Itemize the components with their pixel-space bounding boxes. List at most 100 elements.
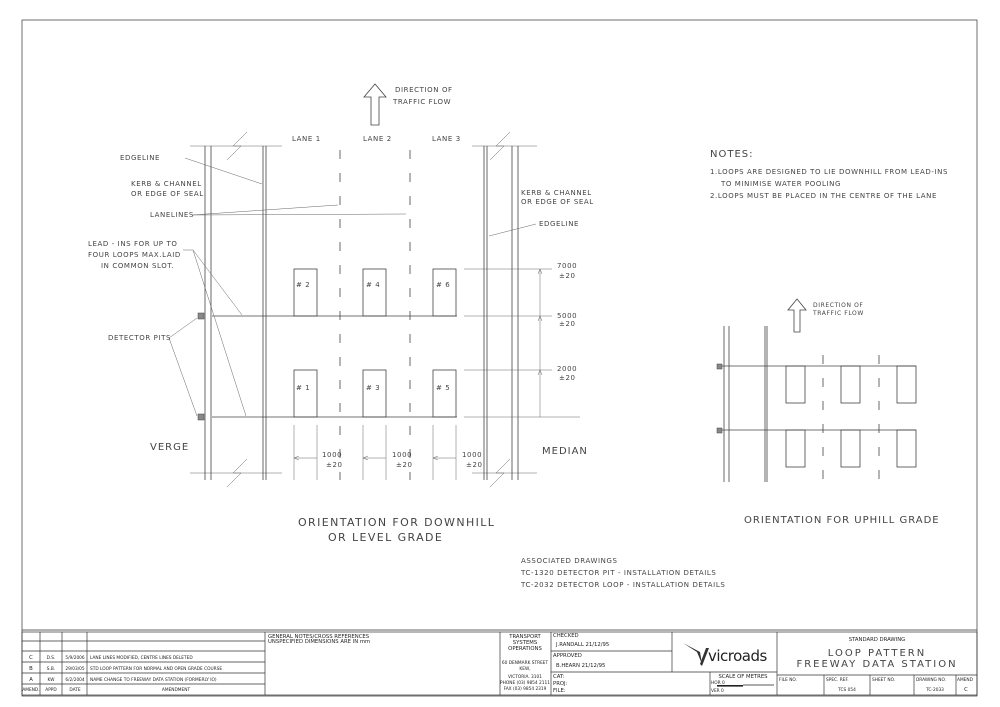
detector-pit-icon xyxy=(197,413,205,421)
approved-value: B.HEARN 21/12/95 xyxy=(556,663,605,669)
loop xyxy=(293,268,318,317)
loop-label: # 1 xyxy=(296,384,310,392)
detector-pit-icon xyxy=(716,427,723,434)
dimension-tol: ±20 xyxy=(559,320,576,328)
dimension-value: 1000 xyxy=(462,451,482,459)
lead-ins-label: IN COMMON SLOT. xyxy=(101,262,174,270)
file-no-label: FILE NO. xyxy=(779,677,797,683)
detector-pits-label: DETECTOR PITS xyxy=(108,334,171,342)
loop xyxy=(840,429,861,468)
kerb-label: KERB & CHANNEL xyxy=(131,180,202,188)
loop xyxy=(362,369,387,418)
loop xyxy=(362,268,387,317)
loop xyxy=(785,429,806,468)
flow-arrow-icon xyxy=(363,83,387,126)
drawing-title: LOOP PATTERN xyxy=(828,648,926,659)
amend-code: C xyxy=(29,655,33,661)
dimension-tol: ±20 xyxy=(466,461,483,469)
scale-hor: HOR 0 xyxy=(711,680,725,686)
flow-label: TRAFFIC FLOW xyxy=(812,310,864,317)
verge-label: VERGE xyxy=(150,442,189,453)
sheet-border xyxy=(21,19,978,697)
note-line: 2.LOOPS MUST BE PLACED IN THE CENTRE OF … xyxy=(710,192,937,200)
kerb-label: OR EDGE OF SEAL xyxy=(521,198,594,206)
logo-text: vicroads xyxy=(708,647,768,665)
checked-label: CHECKED xyxy=(553,633,579,639)
general-notes: UNSPECIFIED DIMENSIONS ARE IN mm xyxy=(268,639,370,645)
median-label: MEDIAN xyxy=(542,446,588,457)
amendment-row: C D.S. 5/9/2006 LANE LINES MODIFIED, CEN… xyxy=(29,655,193,661)
break-symbol xyxy=(226,131,248,161)
note-line: 1.LOOPS ARE DESIGNED TO LIE DOWNHILL FRO… xyxy=(710,168,948,176)
header-amendment: AMENDMENT xyxy=(162,687,191,693)
loop xyxy=(896,429,917,468)
drawing-no-label: DRAWING NO. xyxy=(916,677,946,683)
uphill-layout: DIRECTION OF TRAFFIC FLOW ORIENTATION FO… xyxy=(716,298,940,526)
loop-label: # 2 xyxy=(296,281,310,289)
title-block: C D.S. 5/9/2006 LANE LINES MODIFIED, CEN… xyxy=(21,629,978,696)
loop xyxy=(785,365,806,404)
amendment-text: STD LOOP PATTERN FOR NORMAL AND OPEN GRA… xyxy=(90,666,222,672)
loop-label: # 6 xyxy=(436,281,450,289)
kerb-label: OR EDGE OF SEAL xyxy=(131,190,204,198)
dimension-tol: ±20 xyxy=(559,374,576,382)
address: KEW, xyxy=(519,666,530,672)
loop-label: # 3 xyxy=(366,384,380,392)
lane-label: LANE 1 xyxy=(292,135,321,143)
header-amend: AMEND. xyxy=(22,687,39,693)
header-appd: APPD xyxy=(45,687,57,693)
notes: NOTES: 1.LOOPS ARE DESIGNED TO LIE DOWNH… xyxy=(710,149,948,200)
spec-ref: TCS 054 xyxy=(837,687,856,693)
dimension-tol: ±20 xyxy=(396,461,413,469)
address: 60 DENMARK STREET xyxy=(502,660,549,666)
loop xyxy=(840,365,861,404)
date: 5/9/2006 xyxy=(65,655,85,661)
header-date: DATE xyxy=(69,687,80,693)
edgeline-label: EDGELINE xyxy=(539,220,579,228)
lead-ins-label: FOUR LOOPS MAX.LAID xyxy=(88,251,181,259)
orientation-title: ORIENTATION FOR DOWNHILL xyxy=(298,516,495,529)
amend-code: A xyxy=(29,677,33,683)
address: FAX (03) 9854 2319 xyxy=(504,686,547,692)
proj-label: PROJ: xyxy=(553,681,568,687)
flow-label: DIRECTION OF xyxy=(813,302,863,309)
address: VICTORIA. 3101 xyxy=(508,674,542,680)
general-notes: GENERAL NOTES/CROSS REFERENCES xyxy=(268,634,370,640)
standard-drawing-label: STANDARD DRAWING xyxy=(849,637,906,643)
cat-label: CAT: xyxy=(553,674,565,680)
loop-label: # 4 xyxy=(366,281,380,289)
date: 29/03/05 xyxy=(65,666,85,672)
approved-label: APPROVED xyxy=(553,653,582,659)
downhill-layout: DIRECTION OF TRAFFIC FLOW LANE 1 LANE 2 … xyxy=(88,83,594,544)
associated-line: TC-1320 DETECTOR PIT - INSTALLATION DETA… xyxy=(520,569,716,577)
loop-label: # 5 xyxy=(436,384,450,392)
flow-label: DIRECTION OF xyxy=(395,86,453,94)
amendment-text: LANE LINES MODIFIED, CENTRE LINES DELETE… xyxy=(90,655,193,661)
dimension-value: 5000 xyxy=(557,312,577,320)
flow-label: TRAFFIC FLOW xyxy=(392,98,451,106)
loop xyxy=(896,365,917,404)
detector-pit-icon xyxy=(716,363,723,370)
org-name: TRANSPORT xyxy=(508,634,541,640)
date: 6/2/2004 xyxy=(65,677,85,683)
associated-drawings: ASSOCIATED DRAWINGS TC-1320 DETECTOR PIT… xyxy=(520,557,725,589)
kerb-label: KERB & CHANNEL xyxy=(521,189,592,197)
note-line: TO MINIMISE WATER POOLING xyxy=(720,180,841,188)
appd: S.B. xyxy=(47,666,55,672)
amend-value: C xyxy=(964,687,968,693)
dimension-tol: ±20 xyxy=(326,461,343,469)
lane-label: LANE 3 xyxy=(432,135,461,143)
drawing-title: FREEWAY DATA STATION xyxy=(796,659,957,670)
edgeline-label: EDGELINE xyxy=(120,154,160,162)
orientation-title: ORIENTATION FOR UPHILL GRADE xyxy=(744,515,940,526)
address: PHONE (03) 9854 2111 xyxy=(500,680,550,686)
dimension-value: 2000 xyxy=(557,365,577,373)
appd: KW xyxy=(48,677,56,683)
spec-ref-label: SPEC. REF. xyxy=(826,677,849,683)
lanelines-label: LANELINES xyxy=(150,211,194,219)
associated-title: ASSOCIATED DRAWINGS xyxy=(521,557,618,565)
amend-code: B xyxy=(29,666,33,672)
scale-ver: VER 0 xyxy=(711,688,724,694)
loop xyxy=(432,268,457,317)
